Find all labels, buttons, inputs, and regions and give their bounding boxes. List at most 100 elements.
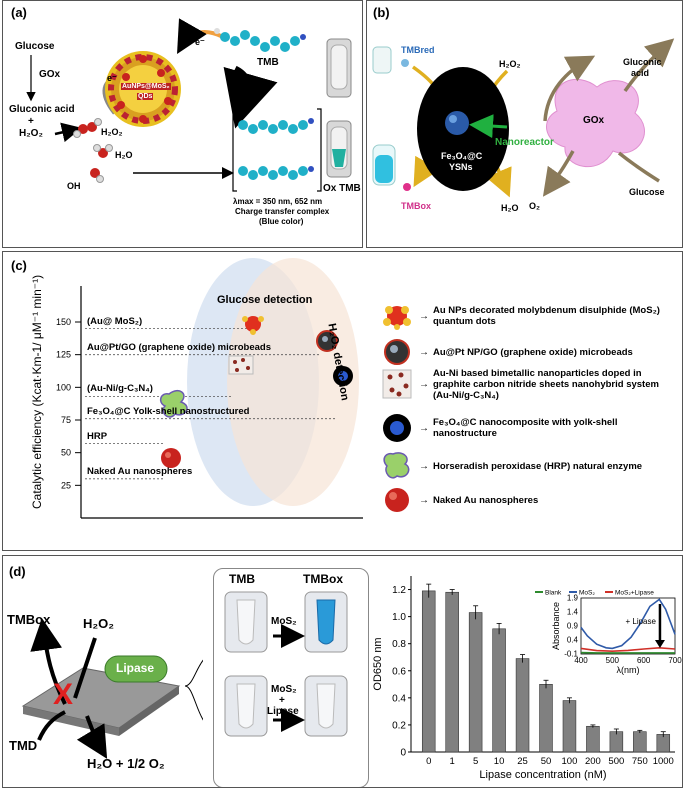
- d-lipase-label: Lipase: [116, 661, 155, 675]
- c-entry-label: Naked Au nanospheres: [87, 465, 193, 477]
- electron-label-1: e⁻: [107, 73, 117, 83]
- bar-x-tick-label: 750: [632, 756, 648, 767]
- bar-x-tick-label: 100: [562, 756, 578, 767]
- hrp-icon: [159, 390, 188, 418]
- h2o2-left-label: H₂O₂: [19, 128, 43, 139]
- nano-label-1: AuNPs@MoS₂: [121, 83, 171, 90]
- c-legend: → Au NPs decorated molybdenum disulphide…: [379, 302, 679, 550]
- gox-enzyme: [546, 78, 645, 168]
- lipase-pill: [104, 655, 168, 683]
- h2o2-label: H₂O₂: [101, 127, 123, 137]
- c-legend-item: → Naked Au nanospheres: [379, 484, 673, 516]
- d-tmd-label: TMD: [9, 738, 38, 753]
- c-entry-label: Au@Pt/GO (graphene oxide) microbeads: [87, 341, 271, 353]
- tmbred-label: TMBred: [401, 45, 435, 55]
- blue-color-label: (Blue color): [259, 217, 304, 226]
- nanoreactor-arrow: [469, 114, 508, 139]
- bar-x-tick-label: 1000: [653, 756, 674, 767]
- c-legend-item: → Au NPs decorated molybdenum disulphide…: [379, 302, 673, 330]
- c-tick-label: 75: [61, 415, 71, 425]
- from-glucose-arrow: [617, 151, 660, 183]
- electron-label-2: e⁻: [195, 37, 205, 47]
- inset-y-axis-label: Absorbance: [551, 602, 561, 650]
- bar-y-tick-label: 0.8: [392, 639, 406, 650]
- zoom-bracket-top: [184, 659, 203, 687]
- oxtmb-label: Ox TMB: [323, 183, 361, 194]
- inset-x-tick-label: 400: [574, 656, 588, 665]
- bar-x-tick-label: 0: [426, 756, 431, 767]
- au-pt-go-icon: [316, 330, 338, 352]
- charge-transfer-label: Charge transfer complex: [235, 207, 330, 216]
- tmd-arrow: [37, 710, 66, 741]
- inset-x-axis-label: λ(nm): [617, 665, 640, 675]
- d-tmbox-label: TMBox: [7, 612, 51, 627]
- inset-y-tick-label: -0.1: [564, 650, 578, 659]
- legend-au-pt-icon: [384, 339, 410, 365]
- c-entry-label: Fe₃O₄@C Yolk-shell nanostructured: [87, 405, 250, 417]
- panel-d-schematic: X: [21, 618, 203, 759]
- bar: [421, 590, 436, 753]
- inset-x-tick-label: 600: [637, 656, 651, 665]
- tmb-electron-arrow: [177, 18, 224, 54]
- bar-x-tick-label: 10: [494, 756, 505, 767]
- bar-x-tick-label: 25: [517, 756, 528, 767]
- d-tmb-title: TMB: [229, 572, 255, 586]
- c-legend-item: → Au-Ni based bimetallic nanoparticles d…: [379, 366, 673, 402]
- oxtmb-vial: [326, 120, 352, 178]
- fe3o4-label-2: YSNs: [449, 162, 473, 172]
- b-h2o2-label: H₂O₂: [499, 59, 521, 69]
- inset-series-line: [580, 646, 676, 653]
- to-h2o2-arrow: [543, 55, 596, 122]
- reactor-core: [445, 111, 469, 135]
- panel-a: (a): [2, 0, 363, 248]
- c-legend-item: → Fe₃O₄@C nanocomposite with yolk-shell …: [379, 412, 673, 444]
- c-tick-label: 125: [56, 350, 71, 360]
- inset-y-tick-label: 0.4: [567, 636, 579, 645]
- bracket-left: [232, 108, 237, 192]
- tmbred-dot: [401, 59, 409, 67]
- panel-a-label: (a): [11, 5, 27, 20]
- c-legend-item: → Au@Pt NP/GO (graphene oxide) microbead…: [379, 338, 673, 366]
- legend-hrp-icon: [383, 452, 410, 479]
- b-h2o-label: H₂O: [501, 203, 519, 213]
- h2o-label: H₂O: [115, 150, 133, 160]
- bar-x-axis-label: Lipase concentration (nM): [479, 769, 606, 781]
- tmb-molecule: [214, 28, 306, 52]
- bar-x-tick-label: 50: [541, 756, 552, 767]
- bar: [492, 628, 506, 753]
- c-tick-label: 150: [56, 317, 71, 327]
- bar-y-tick-label: 0.6: [392, 666, 406, 677]
- c-tick-label: 50: [61, 448, 71, 458]
- bar-y-tick-label: 1.2: [392, 585, 406, 596]
- c-entry-label: (Au-Ni/g-C₃N₄): [87, 383, 153, 395]
- bar-y-axis-label: OD650 nm: [372, 637, 384, 690]
- bar-x-tick-label: 5: [473, 756, 478, 767]
- plus-label: +: [28, 116, 34, 127]
- c-entries: [85, 328, 335, 480]
- legend-au-mos2-icon: [383, 306, 411, 330]
- inset-legend-label: MoS₂: [579, 590, 595, 597]
- inset-y-tick-label: 1.9: [567, 594, 579, 603]
- oh-label: OH: [67, 181, 81, 191]
- tubes-drawing: [224, 591, 348, 737]
- panel-b: (b) TMBred H₂O₂: [366, 0, 683, 248]
- tmbred-tube: [372, 46, 392, 74]
- legend-label: Au-Ni based bimetallic nanoparticles dop…: [433, 367, 659, 401]
- zoom-bracket-bottom: [184, 685, 203, 721]
- d-tmbox-title: TMBox: [303, 572, 343, 586]
- panel-b-diagram: [372, 38, 675, 198]
- glucose-detection-label: Glucose detection: [217, 294, 313, 306]
- h2o-molecule: [93, 144, 113, 158]
- bar: [562, 700, 577, 753]
- nanoreactor-label: Nanoreactor: [495, 137, 554, 148]
- legend-label: Naked Au nanospheres: [433, 494, 539, 506]
- inset-y-tick-label: 0.9: [567, 622, 579, 631]
- au-ni-icon: [228, 355, 254, 375]
- bar: [633, 731, 647, 753]
- legend-label: Au@Pt NP/GO (graphene oxide) microbeads: [433, 346, 633, 358]
- bar: [515, 658, 530, 753]
- bar: [468, 612, 483, 753]
